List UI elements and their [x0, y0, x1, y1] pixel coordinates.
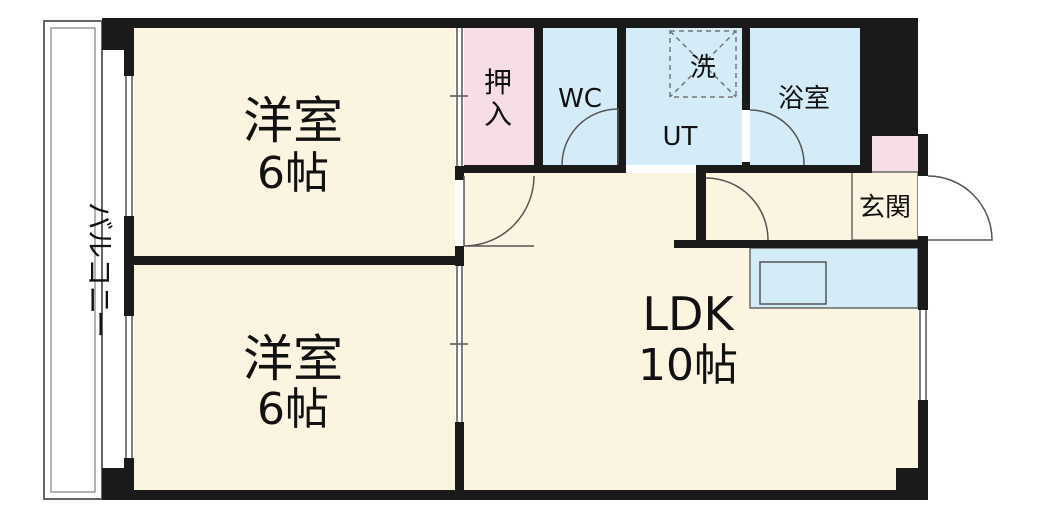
kitchen-counter — [749, 247, 919, 309]
door-entrance — [927, 175, 993, 241]
laundry-label: 洗 — [690, 53, 716, 83]
bedroom-bottom-size: 6帖 — [257, 384, 329, 435]
balcony-char-2: ル — [83, 230, 116, 258]
door-swings — [463, 108, 993, 247]
balcony-char-3: コ — [83, 258, 116, 286]
ldk-name: LDK — [642, 287, 735, 341]
balcony-char-5: ー — [83, 310, 116, 338]
bedroom-top-floor — [132, 27, 456, 258]
door-hall — [705, 177, 769, 241]
entrance-floor — [851, 171, 919, 241]
sink — [759, 261, 827, 305]
ldk-size: 10帖 — [638, 340, 738, 391]
room-labels: 洋室 6帖 洋室 6帖 LDK 10帖 押 入 WC 洗 UT 浴室 玄関 — [243, 53, 911, 435]
bath-label: 浴室 — [778, 84, 830, 114]
entrance-label: 玄関 — [859, 193, 911, 223]
window-marks — [125, 28, 927, 458]
closet-floor — [462, 27, 534, 167]
bedroom-top-size: 6帖 — [257, 148, 329, 199]
door-wc — [561, 108, 619, 166]
closet-label-2: 入 — [484, 98, 512, 131]
door-bedroom — [463, 175, 535, 247]
bedroom-bottom-floor — [132, 264, 456, 492]
door-bath — [749, 109, 805, 166]
utility-label: UT — [663, 122, 698, 152]
bath-floor — [750, 27, 860, 165]
laundry-area — [669, 30, 737, 98]
ldk-floor — [462, 170, 918, 492]
closet-label-1: 押 — [484, 66, 512, 99]
balcony-label: バ ル コ ニ ー — [83, 202, 116, 338]
shoe-cabinet — [872, 134, 918, 172]
wc-floor — [542, 27, 618, 165]
bedroom-bottom-name: 洋室 — [243, 330, 343, 388]
balcony: バ ル コ ニ ー — [43, 20, 116, 500]
wc-label: WC — [558, 84, 602, 114]
utility-floor — [626, 27, 742, 165]
balcony-char-4: ニ — [83, 286, 116, 314]
balcony-char-1: バ — [83, 202, 116, 230]
bedroom-top-name: 洋室 — [243, 92, 343, 150]
